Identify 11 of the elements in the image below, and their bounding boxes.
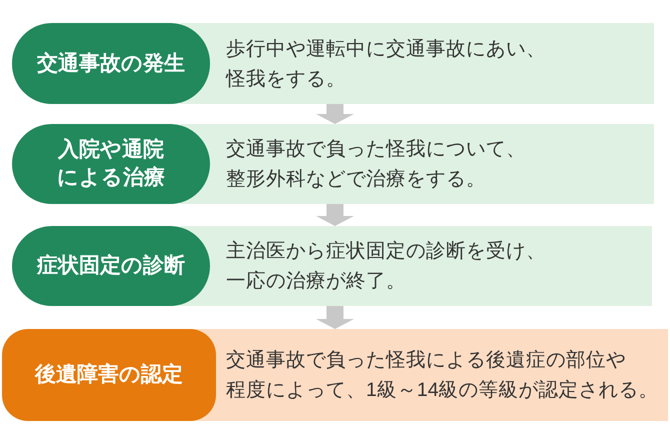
description-band: 交通事故で負った怪我について、整形外科などで治療をする。 <box>210 124 654 204</box>
heading-pill: 入院や通院による治療 <box>12 124 210 204</box>
arrow <box>316 306 354 329</box>
description-band: 歩行中や運転中に交通事故にあい、怪我をする。 <box>210 23 654 104</box>
heading-pill: 症状固定の診断 <box>12 226 210 306</box>
arrow <box>316 204 354 226</box>
heading-pill: 交通事故の発生 <box>12 23 210 104</box>
heading-box: 後遺障害の認定 <box>2 329 216 421</box>
description-band: 主治医から症状固定の診断を受け、一応の治療が終了。 <box>210 226 652 306</box>
description-band: 交通事故で負った怪我による後遺症の部位や程度によって、1級～14級の等級が認定される。 <box>216 329 668 421</box>
arrow <box>316 104 354 124</box>
